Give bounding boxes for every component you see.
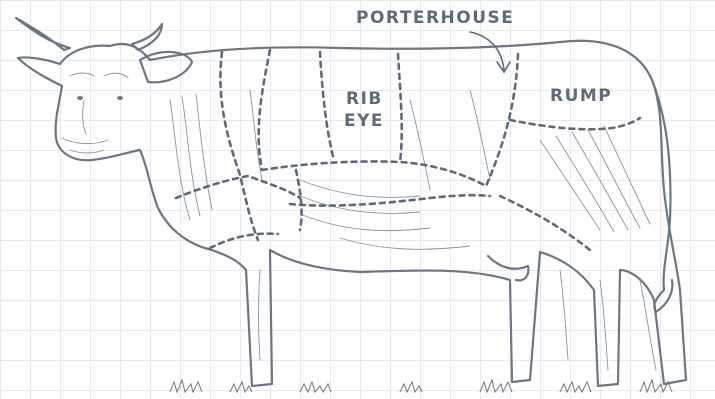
face-detail (62, 73, 128, 153)
left-horn (16, 18, 70, 50)
rump-label: RUMP (550, 86, 612, 106)
cut-rib-left (320, 52, 334, 160)
cut-round (500, 196, 590, 250)
cut-brisket (210, 234, 278, 248)
tail (652, 80, 672, 312)
grass (170, 380, 672, 392)
cut-rump-bottom (510, 118, 640, 129)
cut-neck (220, 52, 258, 240)
cut-shank (296, 170, 302, 230)
porterhouse-label: PORTERHOUSE (356, 8, 514, 28)
right-horn (132, 24, 162, 50)
cut-rib-right (398, 54, 402, 162)
body-hatching (170, 90, 656, 370)
rib-eye-label-line2: EYE (344, 111, 384, 131)
cut-chuck-rib (259, 50, 270, 170)
left-eye (77, 96, 83, 100)
cut-lines (176, 50, 640, 250)
cut-plate (290, 195, 490, 205)
right-eye (117, 96, 123, 100)
rib-eye-label-line1: RIB (346, 89, 383, 109)
